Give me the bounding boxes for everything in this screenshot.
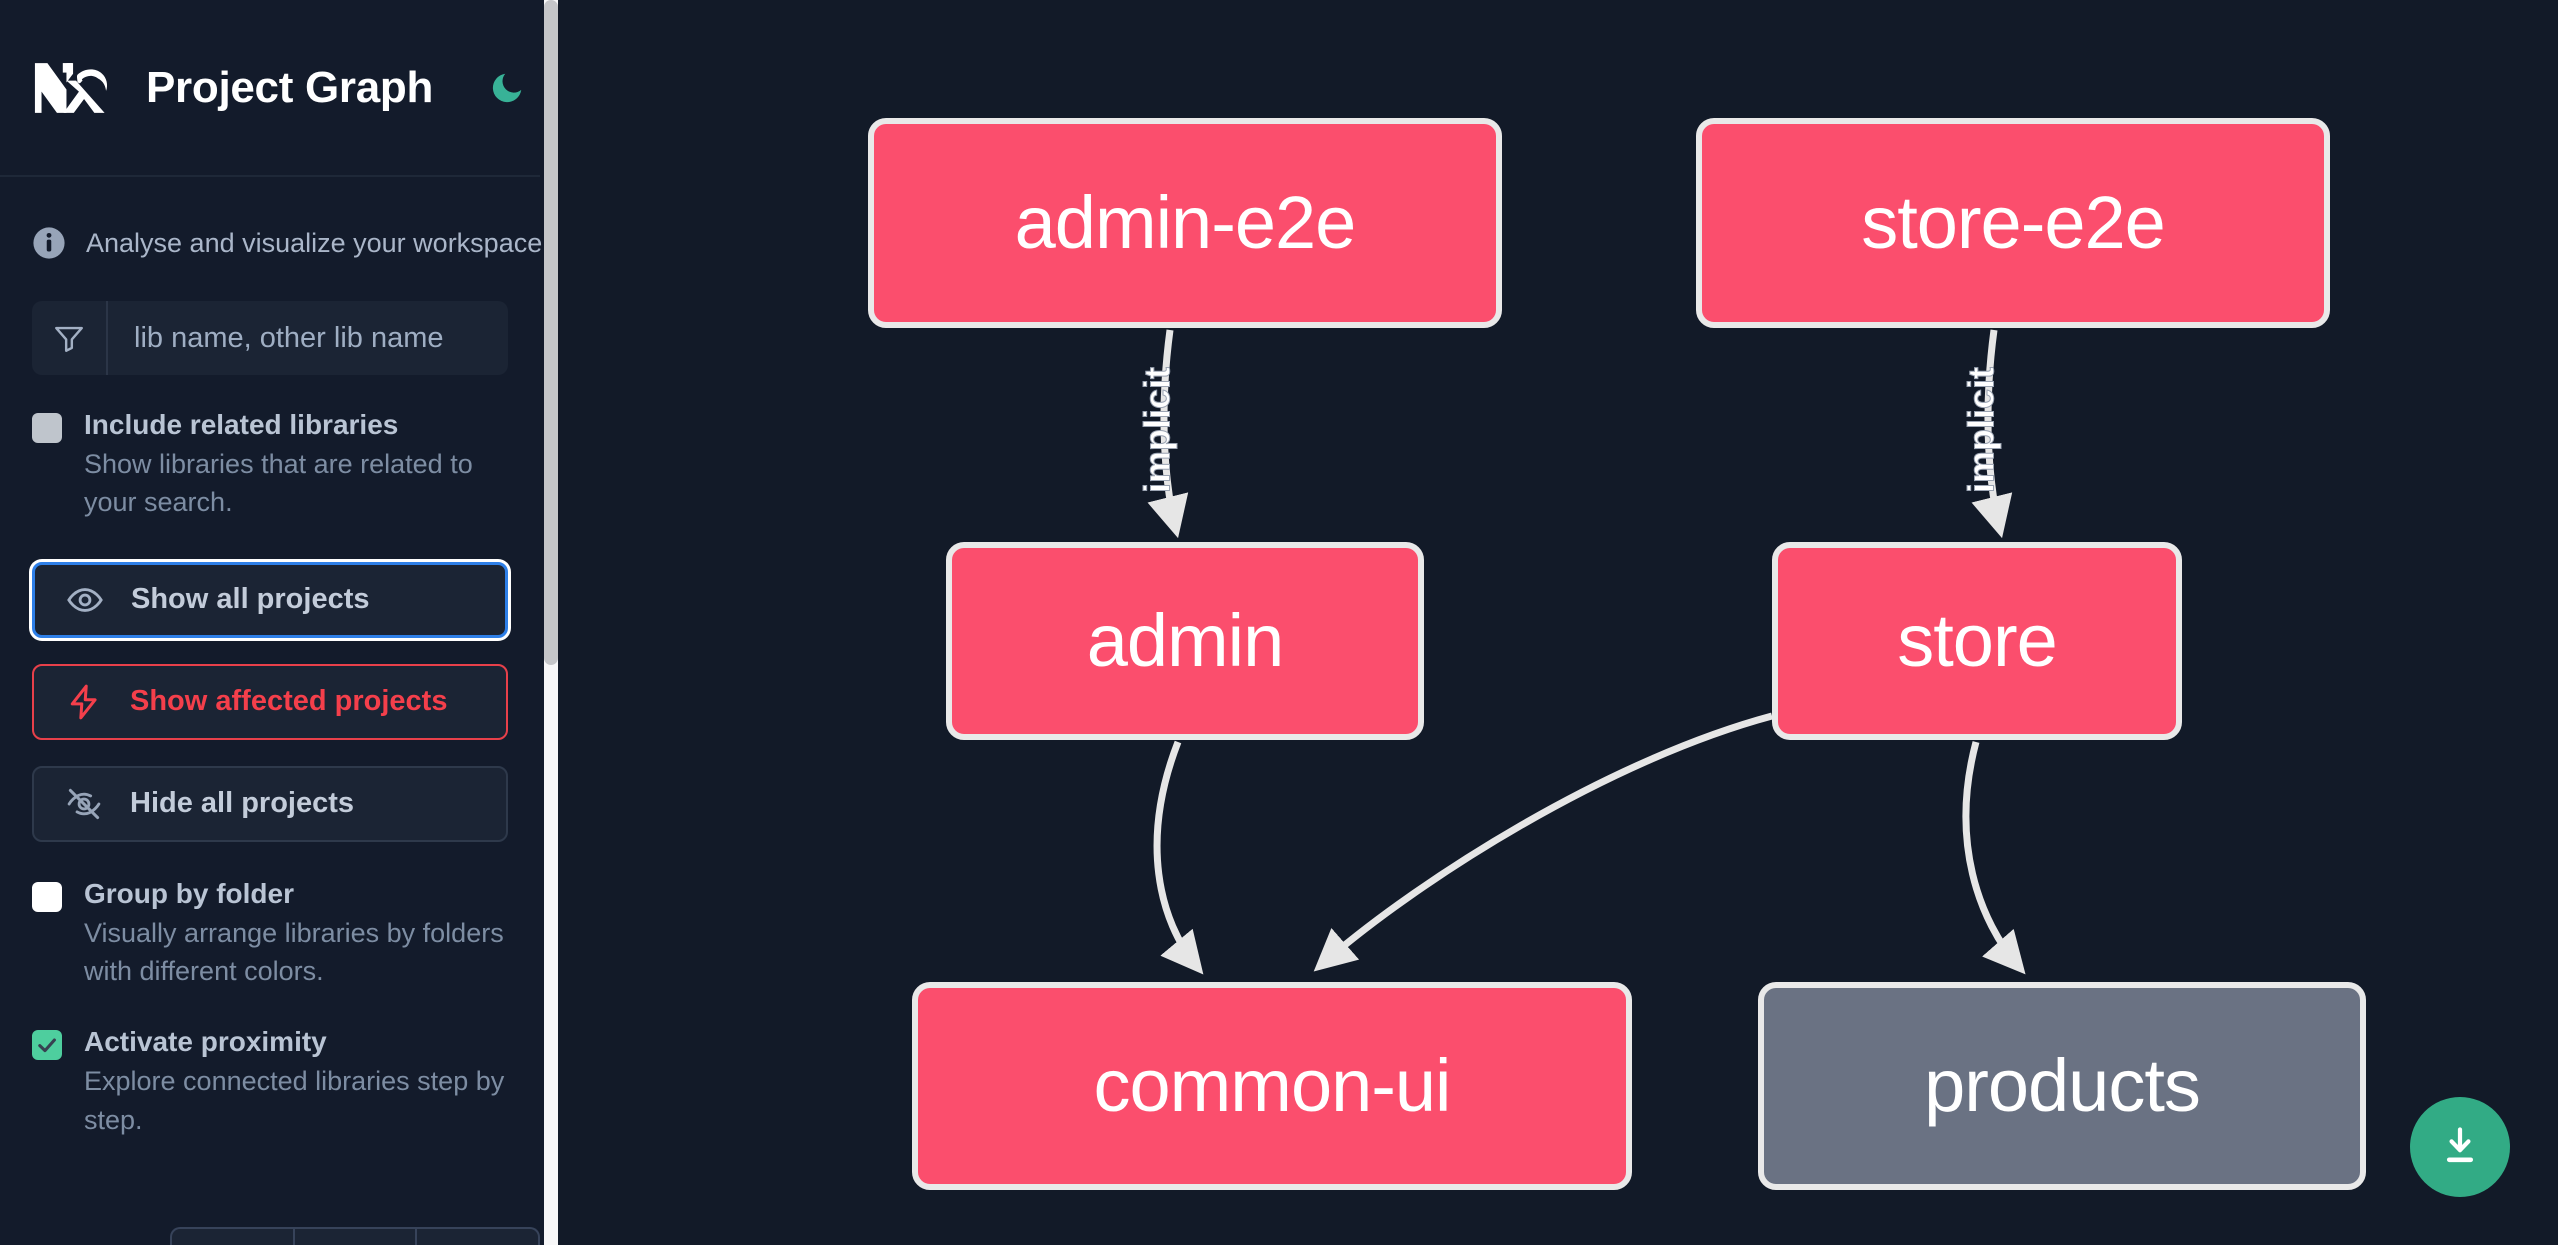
graph-node-products[interactable]: products bbox=[1758, 982, 2366, 1190]
option-description: Visually arrange libraries by folders wi… bbox=[84, 917, 504, 986]
option-label: Activate proximity bbox=[84, 1026, 327, 1058]
show-affected-projects-button[interactable]: Show affected projects bbox=[32, 663, 508, 740]
graph-node-label: store-e2e bbox=[1861, 181, 2166, 264]
nx-logo-icon bbox=[32, 58, 120, 118]
graph-node-store[interactable]: store bbox=[1772, 542, 2182, 740]
hide-all-projects-button[interactable]: Hide all projects bbox=[32, 765, 508, 842]
edge-admin-e2e-to-admin[interactable] bbox=[1147, 329, 1189, 539]
hide-all-projects-label: Hide all projects bbox=[130, 787, 355, 820]
download-graph-button[interactable] bbox=[2410, 1097, 2510, 1197]
sidebar-tagline: Analyse and visualize your workspace. bbox=[0, 177, 550, 277]
group-by-folder-checkbox[interactable] bbox=[32, 881, 62, 912]
sidebar-scrollbar-thumb[interactable] bbox=[544, 0, 558, 665]
graph-node-admin-e2e[interactable]: admin-e2e bbox=[868, 118, 1502, 328]
show-all-projects-label: Show all projects bbox=[131, 583, 370, 616]
eye-off-icon bbox=[64, 784, 104, 824]
show-affected-projects-label: Show affected projects bbox=[130, 685, 448, 718]
option-label: Include related libraries bbox=[84, 409, 399, 440]
filter-funnel-icon bbox=[32, 301, 108, 375]
segmented-option-1[interactable] bbox=[170, 1227, 293, 1245]
edge-store-e2e-to-store[interactable] bbox=[1971, 329, 2013, 539]
search-input[interactable] bbox=[108, 301, 508, 375]
page-title: Project Graph bbox=[146, 62, 434, 112]
edge-label-implicit-admin: implicit bbox=[1137, 367, 1178, 493]
show-all-projects-button[interactable]: Show all projects bbox=[32, 561, 508, 638]
graph-node-common-ui[interactable]: common-ui bbox=[912, 982, 1632, 1190]
sidebar-header: Project Graph bbox=[0, 0, 540, 177]
graph-node-label: admin bbox=[1086, 599, 1285, 682]
graph-node-label: products bbox=[1924, 1044, 2201, 1127]
option-group-by-folder[interactable]: Group by folder Visually arrange librari… bbox=[0, 876, 540, 991]
graph-edges-layer: implicit implicit bbox=[1136, 329, 2026, 975]
option-include-related-libraries[interactable]: Include related libraries Show libraries… bbox=[0, 407, 540, 522]
lightning-bolt-icon bbox=[64, 682, 104, 722]
option-text-group: Group by folder Visually arrange librari… bbox=[84, 876, 508, 991]
checkmark-icon bbox=[38, 1038, 56, 1053]
option-activate-proximity[interactable]: Activate proximity Explore connected lib… bbox=[0, 1024, 540, 1139]
graph-node-label: store bbox=[1897, 599, 2058, 682]
tagline-text: Analyse and visualize your workspace. bbox=[86, 227, 550, 258]
graph-node-label: admin-e2e bbox=[1014, 181, 1357, 264]
sidebar-scrollbar[interactable] bbox=[544, 0, 558, 1245]
segmented-option-3[interactable] bbox=[417, 1227, 541, 1245]
activate-proximity-checkbox[interactable] bbox=[32, 1030, 62, 1061]
edge-store-to-products[interactable] bbox=[1962, 741, 2026, 975]
graph-node-admin[interactable]: admin bbox=[946, 542, 1424, 740]
edge-label-implicit-store: implicit bbox=[1961, 367, 2002, 493]
download-icon bbox=[2437, 1123, 2483, 1172]
edge-store-to-common-ui[interactable] bbox=[1313, 712, 1773, 972]
moon-icon[interactable] bbox=[481, 62, 533, 114]
search-bar[interactable] bbox=[32, 301, 508, 375]
graph-canvas[interactable]: implicit implicit admin-e2e store-e2e ad… bbox=[558, 0, 2558, 1245]
option-description: Show libraries that are related to your … bbox=[84, 449, 473, 518]
segmented-option-2[interactable] bbox=[292, 1227, 418, 1245]
option-text-group: Activate proximity Explore connected lib… bbox=[84, 1024, 508, 1139]
include-related-libraries-checkbox[interactable] bbox=[32, 413, 62, 443]
edge-admin-to-common-ui[interactable] bbox=[1153, 740, 1204, 975]
sidebar: Project Graph Analyse and visualize yo bbox=[0, 0, 558, 1245]
layout-segmented-control[interactable] bbox=[170, 1227, 541, 1245]
eye-icon bbox=[65, 580, 105, 620]
graph-node-store-e2e[interactable]: store-e2e bbox=[1696, 118, 2330, 328]
option-description: Explore connected libraries step by step… bbox=[84, 1066, 505, 1135]
info-circle-icon bbox=[32, 226, 66, 260]
graph-node-label: common-ui bbox=[1093, 1044, 1452, 1127]
sidebar-content: Project Graph Analyse and visualize yo bbox=[0, 0, 550, 1245]
project-visibility-buttons: Show all projects Show affected projects bbox=[32, 561, 508, 842]
option-label: Group by folder bbox=[84, 877, 294, 909]
option-text-group: Include related libraries Show libraries… bbox=[84, 407, 508, 522]
